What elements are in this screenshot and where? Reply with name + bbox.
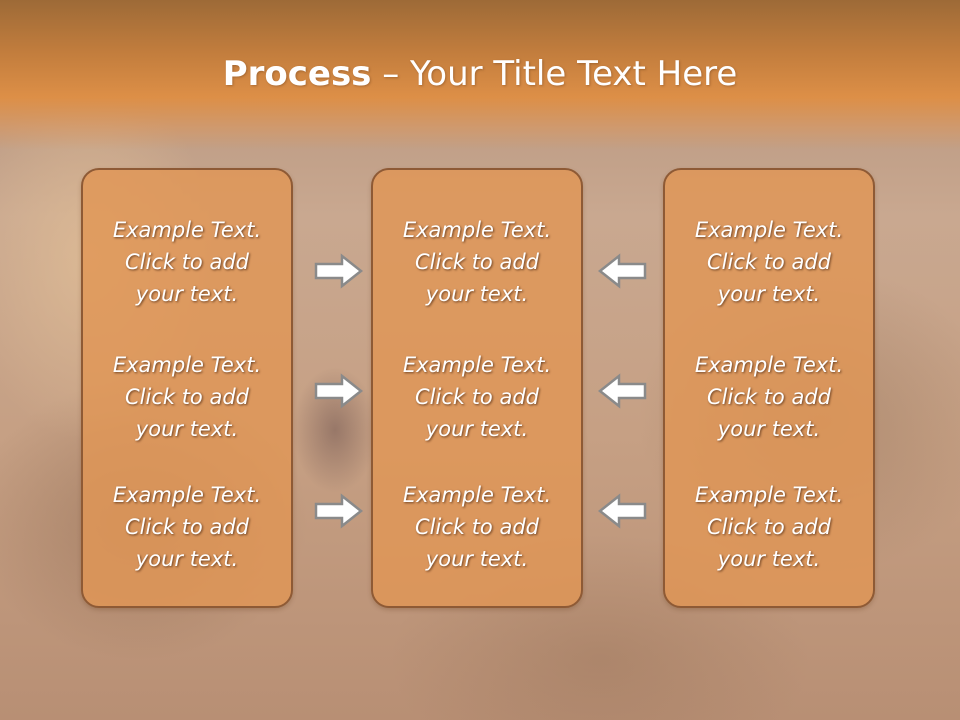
left-text-box[interactable]: Example Text. Click to add your text. Ex… [81, 168, 293, 608]
arrow-right-icon [314, 253, 364, 289]
arrow-left-icon [597, 493, 647, 529]
right-text-box[interactable]: Example Text. Click to add your text. Ex… [663, 168, 875, 608]
right-text-2[interactable]: Example Text. Click to add your text. [694, 353, 844, 441]
left-text-2[interactable]: Example Text. Click to add your text. [112, 353, 262, 441]
title-strong: Process [222, 54, 372, 94]
arrow-left-icon [597, 253, 647, 289]
right-text-3[interactable]: Example Text. Click to add your text. [694, 483, 844, 571]
left-text-1[interactable]: Example Text. Click to add your text. [112, 218, 262, 306]
left-text-3[interactable]: Example Text. Click to add your text. [112, 483, 262, 571]
title-bar [0, 0, 960, 150]
title-rest: – Your Title Text Here [371, 54, 738, 94]
center-text-3[interactable]: Example Text. Click to add your text. [402, 483, 552, 571]
arrow-right-icon [314, 493, 364, 529]
center-text-box[interactable]: Example Text. Click to add your text. Ex… [371, 168, 583, 608]
arrow-right-icon [314, 373, 364, 409]
slide-title[interactable]: Process – Your Title Text Here [0, 50, 960, 98]
center-text-2[interactable]: Example Text. Click to add your text. [402, 353, 552, 441]
right-text-1[interactable]: Example Text. Click to add your text. [694, 218, 844, 306]
arrow-left-icon [597, 373, 647, 409]
center-text-1[interactable]: Example Text. Click to add your text. [402, 218, 552, 306]
